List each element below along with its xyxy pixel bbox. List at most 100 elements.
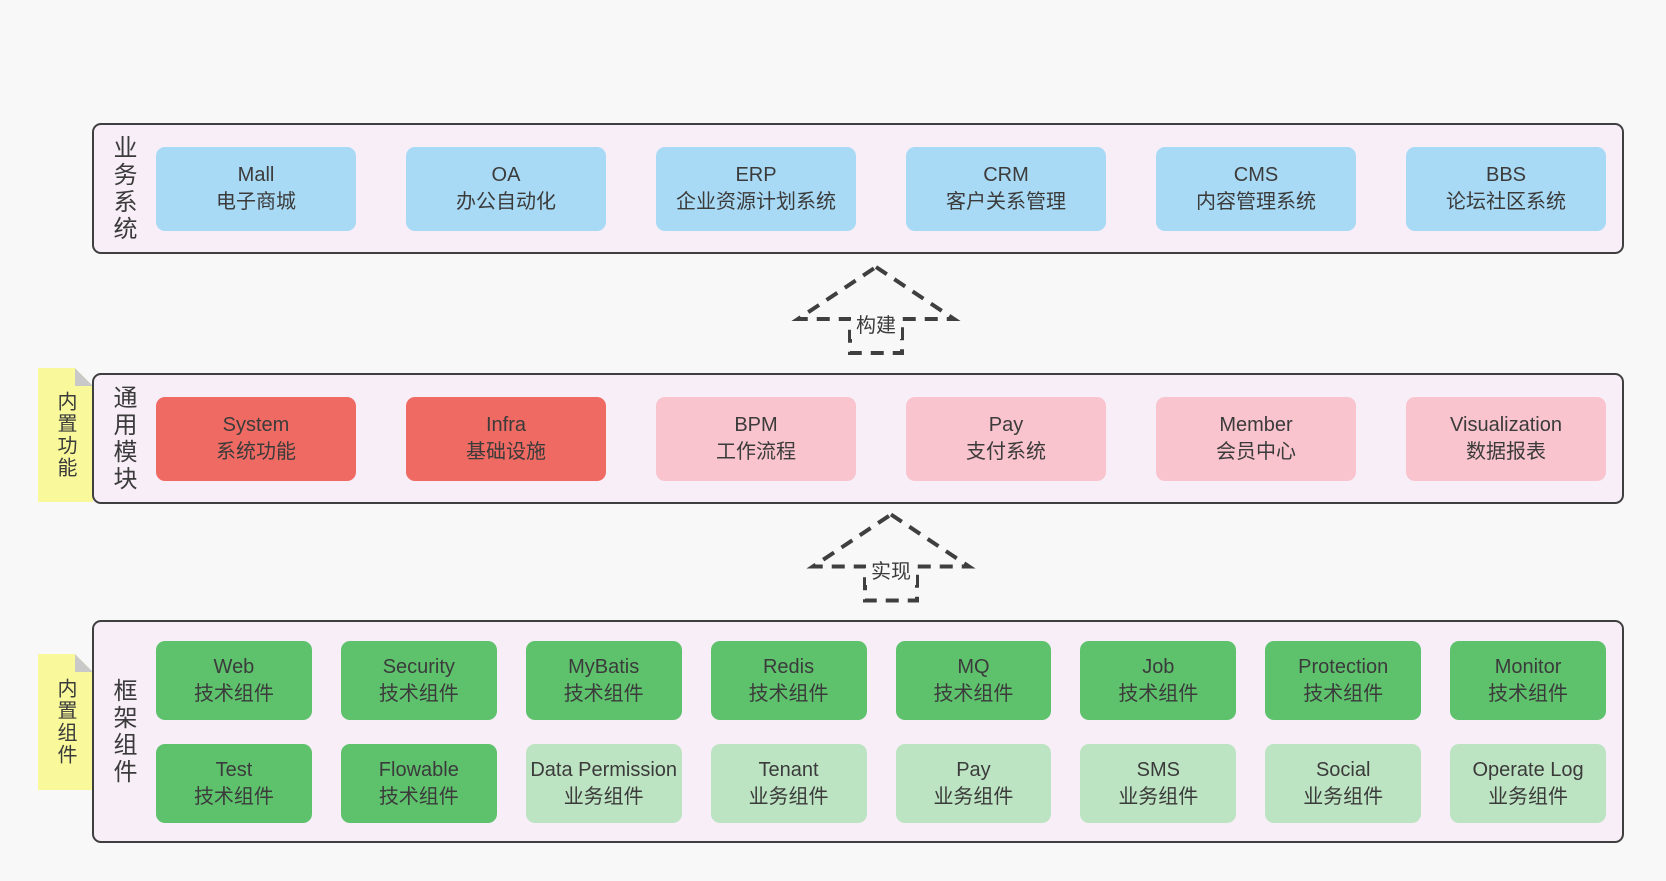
box-member-name: Member [1219,413,1293,436]
box-protection: Protection 技术组件 [1265,641,1422,720]
box-system: System 系统功能 [156,396,356,481]
layer-business-label: 业务系统 [109,134,136,243]
box-sms: SMS 业务组件 [1080,744,1237,823]
box-pay-module: Pay 支付系统 [906,396,1106,481]
box-sms-name: SMS [1136,758,1180,781]
box-tenant-desc: 业务组件 [748,785,829,808]
box-job-desc: 技术组件 [1118,682,1199,705]
box-mall-desc: 电子商城 [216,190,296,213]
note-built-in-components-text: 内置组件 [54,678,76,766]
box-data-permission-name: Data Permission [530,758,678,781]
box-visualization: Visualization 数据报表 [1406,396,1606,481]
box-bpm-name: BPM [734,413,778,436]
box-operate-log-name: Operate Log [1472,758,1584,781]
box-bbs-desc: 论坛社区系统 [1446,190,1566,213]
box-social-desc: 业务组件 [1303,785,1384,808]
box-sms-desc: 业务组件 [1118,785,1199,808]
box-tenant-name: Tenant [758,758,819,781]
box-redis: Redis 技术组件 [710,641,867,720]
box-protection-desc: 技术组件 [1303,682,1384,705]
box-visualization-desc: 数据报表 [1466,440,1546,463]
implement-arrow-label: 实现 [866,554,916,585]
box-infra: Infra 基础设施 [406,396,606,481]
box-member-desc: 会员中心 [1216,440,1296,463]
box-mall-name: Mall [237,163,275,186]
box-monitor: Monitor 技术组件 [1450,641,1606,720]
box-cms: CMS 内容管理系统 [1156,146,1356,231]
box-mall: Mall 电子商城 [156,146,356,231]
box-pay-component-desc: 业务组件 [933,785,1014,808]
box-infra-desc: 基础设施 [466,440,546,463]
box-mybatis: MyBatis 技术组件 [525,641,682,720]
box-operate-log: Operate Log 业务组件 [1450,744,1606,823]
box-protection-name: Protection [1298,655,1389,678]
note-built-in-components: 内置组件 [38,654,93,790]
note-built-in-functions: 内置功能 [38,368,93,502]
layer-modules-label: 通用模块 [109,384,136,493]
box-monitor-desc: 技术组件 [1488,682,1569,705]
box-flowable-desc: 技术组件 [378,785,459,808]
box-web-name: Web [213,655,255,678]
modules-box-row: System 系统功能 Infra 基础设施 BPM 工作流程 Pay 支付系统… [156,375,1606,502]
box-tenant: Tenant 业务组件 [710,744,867,823]
box-visualization-name: Visualization [1450,413,1562,436]
box-pay-component-name: Pay [956,758,991,781]
box-mybatis-name: MyBatis [568,655,640,678]
implement-arrow-icon: 实现 [806,508,976,606]
box-data-permission-desc: 业务组件 [563,785,644,808]
box-erp-desc: 企业资源计划系统 [676,190,836,213]
build-arrow-icon: 构建 [791,262,961,357]
box-bpm: BPM 工作流程 [656,396,856,481]
box-job-name: Job [1142,655,1175,678]
box-test-desc: 技术组件 [193,785,274,808]
layer-framework-components: 框架组件 Web 技术组件 Security 技术组件 MyBatis 技术组件… [92,620,1624,843]
box-operate-log-desc: 业务组件 [1488,785,1569,808]
box-oa-name: OA [491,163,521,186]
box-social-name: Social [1315,758,1371,781]
layer-business-systems: 业务系统 Mall 电子商城 OA 办公自动化 ERP 企业资源计划系统 CRM… [92,123,1624,254]
box-bbs: BBS 论坛社区系统 [1406,146,1606,231]
box-web-desc: 技术组件 [193,682,274,705]
box-mq-name: MQ [957,655,990,678]
box-security: Security 技术组件 [340,641,497,720]
box-oa: OA 办公自动化 [406,146,606,231]
box-web: Web 技术组件 [156,641,312,720]
box-system-desc: 系统功能 [216,440,296,463]
box-test: Test 技术组件 [156,744,312,823]
box-pay-component: Pay 业务组件 [895,744,1052,823]
components-box-grid: Web 技术组件 Security 技术组件 MyBatis 技术组件 Redi… [156,641,1606,823]
box-redis-desc: 技术组件 [748,682,829,705]
box-data-permission: Data Permission 业务组件 [525,744,682,823]
box-oa-desc: 办公自动化 [456,190,556,213]
box-security-name: Security [382,655,455,678]
box-crm-name: CRM [983,163,1029,186]
box-system-name: System [222,413,290,436]
box-mybatis-desc: 技术组件 [563,682,644,705]
box-pay-module-desc: 支付系统 [966,440,1046,463]
box-flowable-name: Flowable [378,758,459,781]
box-crm-desc: 客户关系管理 [946,190,1066,213]
layer-components-label: 框架组件 [109,677,136,786]
layer-common-modules: 通用模块 System 系统功能 Infra 基础设施 BPM 工作流程 Pay… [92,373,1624,504]
note-built-in-functions-text: 内置功能 [54,391,76,479]
implement-arrow-shape [806,512,976,603]
note-fold-corner-icon [75,368,93,386]
box-bpm-desc: 工作流程 [716,440,796,463]
build-arrow-shape [791,264,961,355]
box-cms-desc: 内容管理系统 [1196,190,1316,213]
box-security-desc: 技术组件 [378,682,459,705]
box-bbs-name: BBS [1485,163,1527,186]
box-member: Member 会员中心 [1156,396,1356,481]
box-pay-module-name: Pay [988,413,1024,436]
box-crm: CRM 客户关系管理 [906,146,1106,231]
box-mq-desc: 技术组件 [933,682,1014,705]
box-test-name: Test [215,758,253,781]
box-mq: MQ 技术组件 [895,641,1052,720]
box-social: Social 业务组件 [1265,744,1422,823]
box-redis-name: Redis [762,655,815,678]
note-fold-corner-icon [75,654,93,672]
box-erp-name: ERP [735,163,777,186]
box-job: Job 技术组件 [1080,641,1237,720]
box-erp: ERP 企业资源计划系统 [656,146,856,231]
